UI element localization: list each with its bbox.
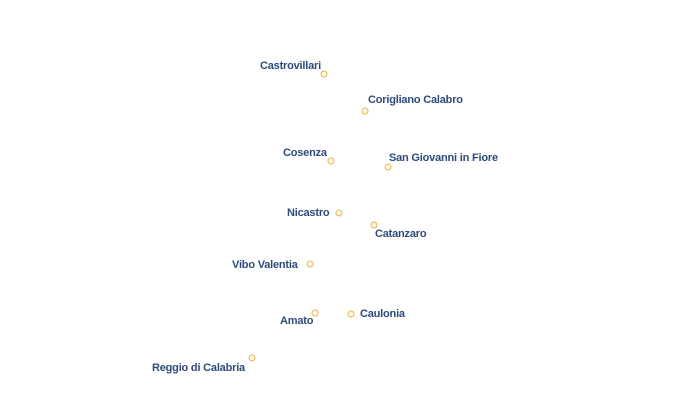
city-label-castrovillari: Castrovillari [260,60,321,72]
city-marker-caulonia[interactable] [347,310,355,318]
city-marker-corigliano-calabro[interactable] [361,107,369,115]
city-marker-nicastro[interactable] [335,209,343,217]
city-label-nicastro: Nicastro [287,207,330,219]
city-label-reggio-di-calabria: Reggio di Calabria [152,362,245,374]
city-label-caulonia: Caulonia [360,308,405,320]
city-marker-castrovillari[interactable] [320,70,328,78]
city-marker-vibo-valentia[interactable] [306,260,314,268]
city-marker-cosenza[interactable] [327,157,335,165]
city-label-cosenza: Cosenza [283,147,327,159]
city-label-catanzaro: Catanzaro [375,228,427,240]
city-label-amato: Amato [280,315,314,327]
city-marker-san-giovanni-in-fiore[interactable] [384,163,392,171]
city-label-vibo-valentia: Vibo Valentia [232,259,298,271]
city-label-san-giovanni-in-fiore: San Giovanni in Fiore [389,152,498,164]
city-label-corigliano-calabro: Corigliano Calabro [368,94,463,106]
city-marker-amato[interactable] [311,309,319,317]
city-marker-reggio-di-calabria[interactable] [248,354,256,362]
city-marker-catanzaro[interactable] [370,221,378,229]
